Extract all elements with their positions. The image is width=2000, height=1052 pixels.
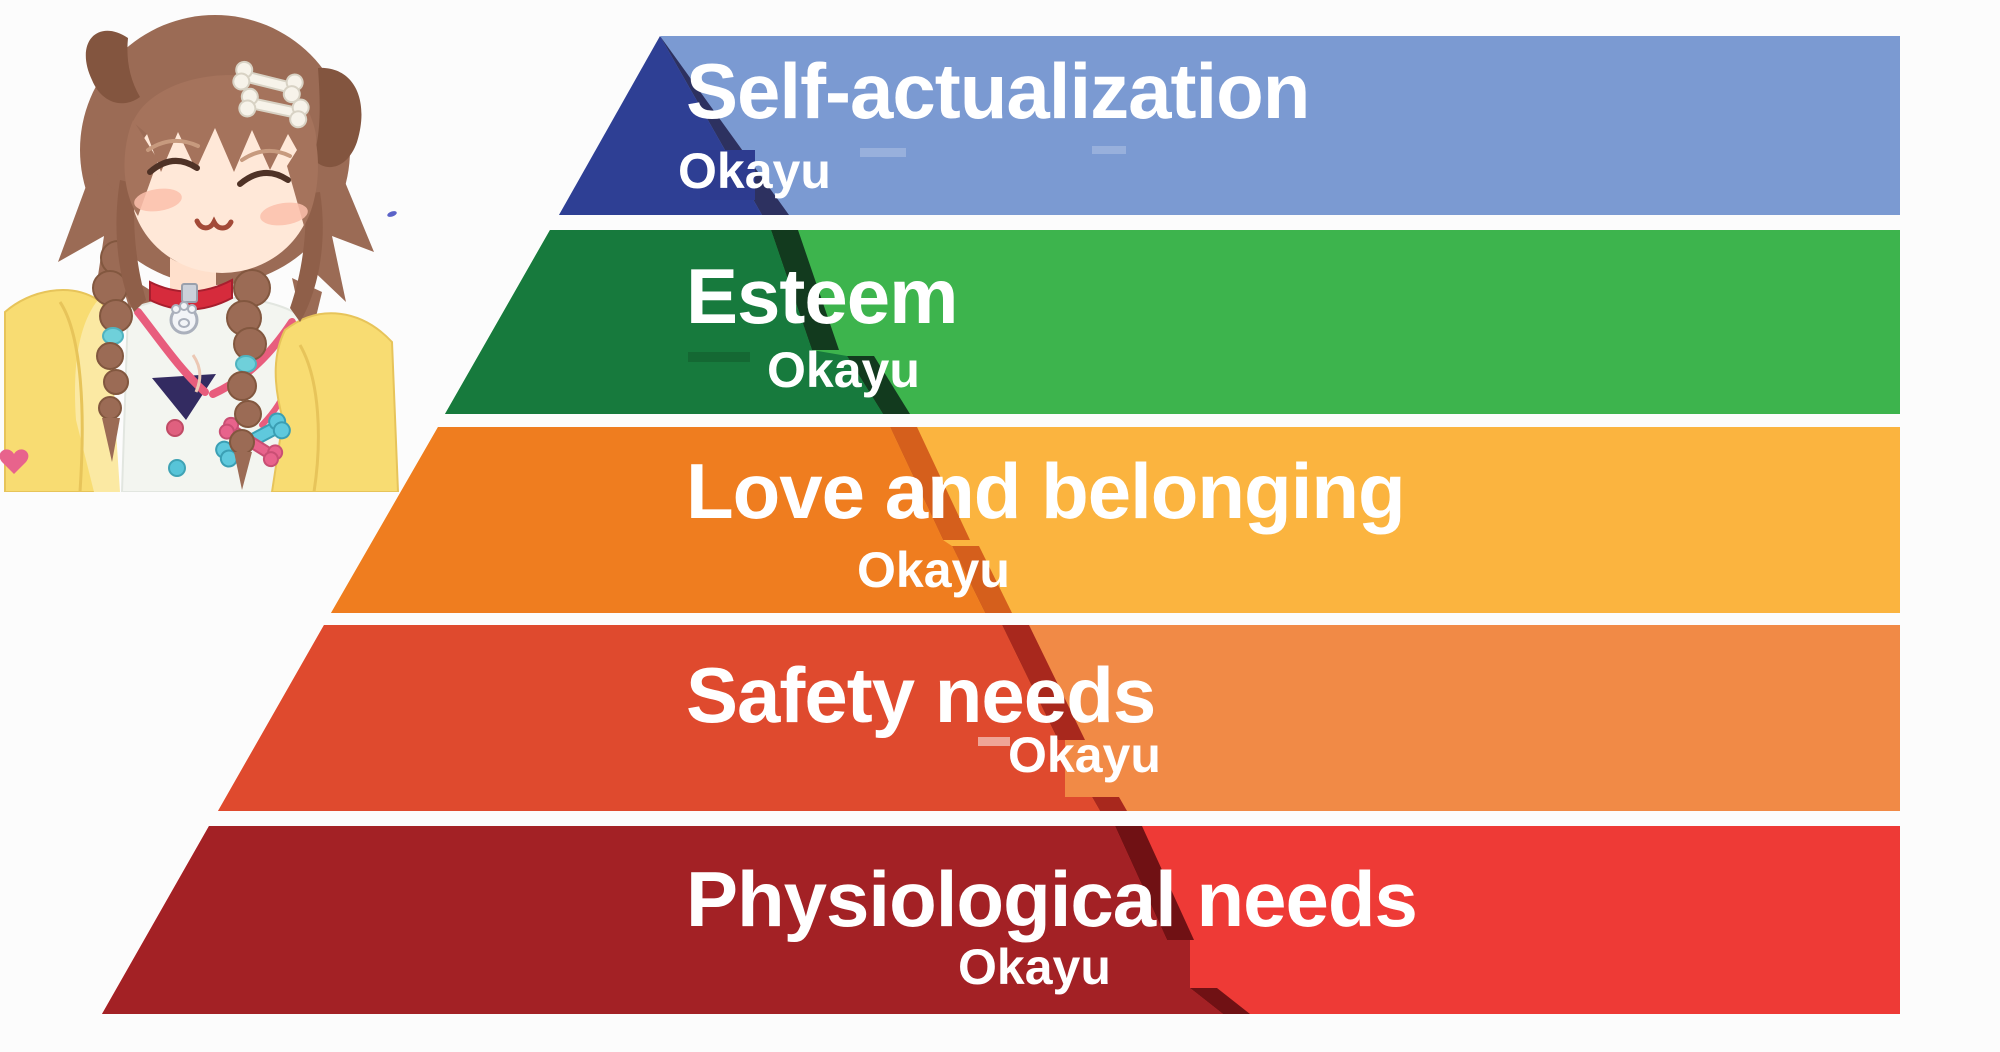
level-3-shadow	[952, 546, 1012, 613]
closed-eye-right	[237, 170, 291, 187]
hair-tie-right	[235, 355, 257, 373]
level-5-shadow	[1190, 988, 1250, 1014]
closed-eye-left	[147, 158, 200, 175]
pyramid-level-1	[559, 36, 1900, 215]
level-1-shadow	[660, 36, 789, 215]
face	[116, 75, 323, 322]
eyebrow-right	[240, 148, 292, 162]
level-1-bar	[559, 36, 1900, 215]
side-lock-left	[116, 180, 146, 312]
button-pink	[166, 419, 184, 437]
edit-artifact-smudge	[860, 148, 906, 157]
mascot-image	[0, 0, 410, 492]
bangs	[133, 75, 317, 172]
braid-right	[226, 269, 271, 490]
blush-left	[134, 188, 182, 212]
heart-accent	[0, 449, 29, 474]
level-4-front-face	[218, 625, 1100, 811]
pyramid-level-4	[218, 625, 1900, 811]
eyebrow-left	[146, 138, 200, 152]
side-lock-right	[290, 192, 323, 322]
pyramid-level-3	[331, 427, 1900, 613]
dog-ear-left	[85, 30, 140, 104]
level-2-shadow	[771, 230, 839, 350]
dog-ear-right	[313, 67, 362, 168]
anime-dog-girl-illustration	[0, 15, 400, 492]
edit-artifact-smudge	[978, 737, 1010, 746]
pyramid-level-5	[102, 826, 1900, 1014]
collar-buckle	[181, 283, 198, 303]
level-4-shadow	[1092, 797, 1127, 811]
edit-artifact-smudge	[1092, 146, 1126, 154]
edit-artifact-smudge	[688, 352, 750, 362]
blush-right	[260, 202, 308, 226]
skin-line	[191, 354, 202, 393]
paw-charm-icon	[169, 301, 199, 335]
hair-tie-left	[102, 327, 124, 345]
pyramid-level-2	[445, 230, 1900, 414]
level-3-front-face	[331, 427, 985, 613]
level-3-shadow	[890, 427, 970, 540]
button-blue	[168, 459, 186, 477]
level-5-front-face	[102, 826, 1223, 1014]
cat-mouth	[194, 216, 234, 231]
edit-artifact-patch	[700, 150, 755, 200]
red-collar	[149, 278, 233, 335]
yellow-cardigan	[4, 289, 400, 492]
bone-hairclip-icon	[232, 60, 310, 129]
level-2-front-face	[445, 230, 883, 414]
level-5-shadow	[1115, 826, 1194, 940]
level-4-shadow	[1002, 625, 1085, 740]
level-2-shadow	[847, 356, 910, 414]
ink-fleck	[387, 211, 397, 217]
